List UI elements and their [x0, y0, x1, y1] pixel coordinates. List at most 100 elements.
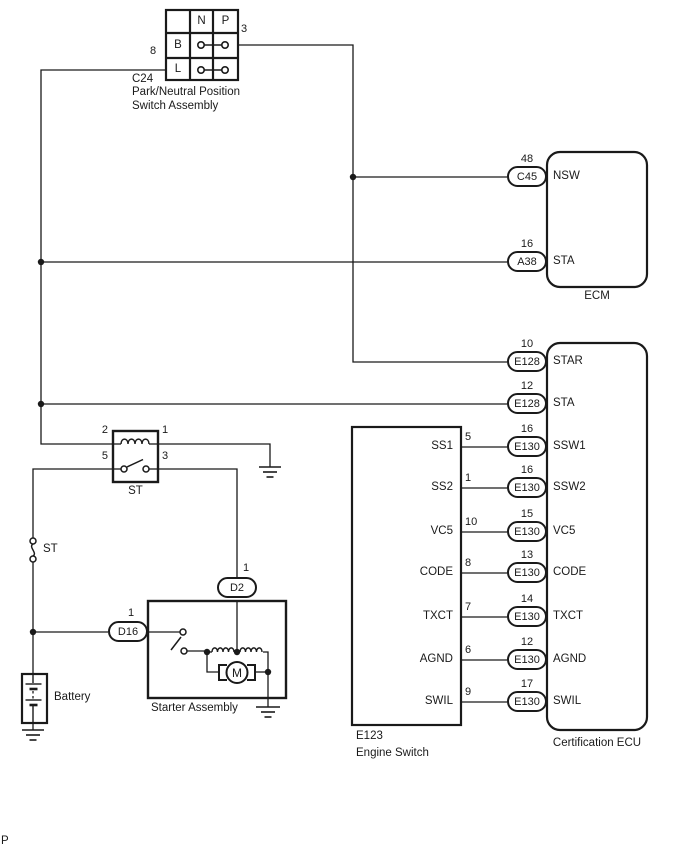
connector-e130-agnd: E130 [507, 649, 547, 670]
wire-relay-coil-to-ground [158, 443, 271, 467]
cert-pin-sta-name: STA [553, 397, 575, 409]
cert-pin-star-name: STAR [553, 355, 583, 367]
wire-np-pin3-to-star [238, 44, 507, 363]
motor-label: M [232, 666, 242, 680]
starter-contact-icon [179, 628, 187, 636]
motor-icon [225, 661, 249, 684]
wire-starter-motor-left [206, 652, 219, 673]
d2-pin-number: 1 [243, 562, 250, 574]
connector-d2: D2 [217, 577, 257, 598]
wire-np-pin8-to-relay-coil [40, 69, 166, 445]
cert-pin-agnd-number: 12 [520, 636, 534, 648]
d16-pin-number: 1 [128, 607, 135, 619]
engine-pin-ss2-number: 1 [465, 472, 472, 484]
page-marker: P [1, 835, 9, 847]
connector-e130-ssw2-label: E130 [514, 481, 540, 494]
starter-assembly-label: Starter Assembly [151, 702, 238, 714]
cert-pin-code-name: CODE [553, 566, 587, 578]
cert-pin-code-number: 13 [520, 549, 534, 561]
engine-pin-code-number: 8 [465, 557, 472, 569]
engine-pin-txct-name: TXCT [422, 610, 453, 622]
connector-e130-code: E130 [507, 562, 547, 583]
connector-e128-star-label: E128 [514, 355, 540, 368]
engine-pin-ss1-number: 5 [465, 431, 472, 443]
np-row-header-l: L [174, 63, 182, 75]
np-name-line2: Switch Assembly [132, 100, 219, 112]
connector-e130-agnd-label: E130 [514, 653, 540, 666]
connector-e130-ssw1-label: E130 [514, 440, 540, 453]
starter-coil-icon [211, 647, 235, 653]
ground-symbol-starter [256, 706, 280, 718]
np-pin8-number: 8 [150, 45, 157, 57]
starter-coil2-icon [239, 647, 263, 653]
connector-e130-vc5-label: E130 [514, 525, 540, 538]
cert-pin-vc5-number: 15 [520, 508, 534, 520]
cert-pin-sta-number: 12 [520, 380, 534, 392]
np-row-header-b: B [174, 39, 182, 51]
certification-ecu-label: Certification ECU [552, 737, 642, 749]
connector-e128-sta: E128 [507, 393, 547, 414]
connector-e128-star: E128 [507, 351, 547, 372]
connector-e130-swil: E130 [507, 691, 547, 712]
engine-pin-ss2-name: SS2 [431, 481, 453, 493]
engine-pin-swil-name: SWIL [424, 695, 453, 707]
cert-pin-ssw1-number: 16 [520, 423, 534, 435]
connector-e130-swil-label: E130 [514, 695, 540, 708]
ground-symbol-relay [259, 466, 281, 478]
battery-label: Battery [54, 691, 91, 703]
connector-e128-sta-label: E128 [514, 397, 540, 410]
cert-pin-swil-number: 17 [520, 678, 534, 690]
cert-pin-txct-name: TXCT [553, 610, 584, 622]
ecm-pin-sta-number: 16 [520, 238, 534, 250]
ground-symbol-battery [22, 729, 44, 741]
starter-assembly-symbol [146, 599, 288, 700]
cert-pin-agnd-name: AGND [553, 653, 587, 665]
connector-e130-ssw1: E130 [507, 436, 547, 457]
relay-pin3-number: 3 [162, 450, 169, 462]
cert-pin-ssw2-name: SSW2 [553, 481, 586, 493]
connector-d16: D16 [108, 621, 148, 642]
cert-pin-star-number: 10 [520, 338, 534, 350]
st-relay-symbol [111, 429, 160, 484]
np-pin3-number: 3 [241, 23, 248, 35]
cert-pin-ssw2-number: 16 [520, 464, 534, 476]
engine-switch-box [350, 425, 463, 727]
ecm-pin-nsw-name: NSW [553, 170, 580, 182]
connector-a38-label: A38 [517, 255, 537, 268]
np-col-header-n: N [197, 15, 206, 27]
cert-pin-swil-name: SWIL [553, 695, 582, 707]
connector-e130-txct-label: E130 [514, 610, 540, 623]
engine-pin-agnd-number: 6 [465, 644, 472, 656]
engine-switch-label: Engine Switch [356, 747, 429, 759]
connector-e130-txct: E130 [507, 606, 547, 627]
connector-c45: C45 [507, 166, 547, 187]
engine-pin-txct-number: 7 [465, 601, 472, 613]
ecm-pin-nsw-number: 48 [520, 153, 534, 165]
st-relay-label: ST [128, 485, 143, 497]
ecm-pin-sta-name: STA [553, 255, 575, 267]
engine-pin-vc5-name: VC5 [430, 525, 453, 537]
engine-pin-code-name: CODE [419, 566, 453, 578]
wire-starter-to-ground [263, 651, 269, 707]
wire-relay-contact-to-fuse [32, 468, 113, 538]
relay-contact-lever-icon [126, 458, 144, 468]
park-neutral-switch-contacts [197, 40, 230, 75]
cert-pin-txct-number: 14 [520, 593, 534, 605]
st-fuse-symbol [29, 537, 37, 563]
relay-pin5-number: 5 [101, 450, 108, 462]
connector-d2-label: D2 [229, 581, 245, 594]
cert-pin-ssw1-name: SSW1 [553, 440, 586, 452]
np-name-line1: Park/Neutral Position [132, 86, 241, 98]
engine-switch-code: E123 [356, 730, 383, 742]
np-connector-code: C24 [132, 73, 154, 85]
engine-pin-ss1-name: SS1 [431, 440, 453, 452]
connector-a38: A38 [507, 251, 547, 272]
wire-relay-contact-to-d2 [158, 468, 238, 579]
connector-e130-vc5: E130 [507, 521, 547, 542]
engine-pin-vc5-number: 10 [465, 516, 478, 528]
battery-symbol [20, 672, 49, 725]
certification-ecu-box [545, 341, 649, 732]
engine-pin-swil-number: 9 [465, 686, 472, 698]
